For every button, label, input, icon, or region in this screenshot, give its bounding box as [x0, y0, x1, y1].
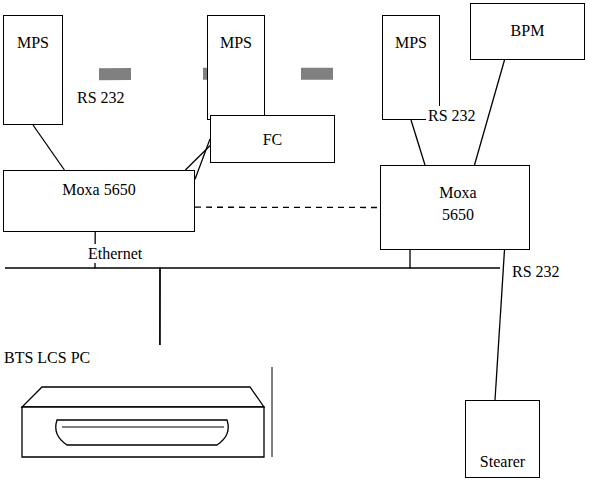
bus-line — [5, 267, 95, 268]
connector-label: RS 232 — [426, 106, 478, 125]
node-label: MPS — [208, 32, 264, 54]
connector — [160, 250, 410, 345]
connector — [475, 60, 505, 165]
device-box: FC — [210, 115, 335, 163]
node-label: Moxa 5650 — [423, 182, 493, 225]
connector — [33, 125, 64, 170]
device-box: Moxa 5650 — [380, 165, 530, 250]
node-label: Stearer — [466, 451, 539, 473]
device-box: Stearer — [465, 400, 540, 478]
connector-label: RS 232 — [510, 262, 562, 281]
device-box: Moxa 5650 — [3, 170, 195, 232]
connector — [411, 120, 425, 165]
connector-label: RS 232 — [75, 88, 127, 107]
bus-line — [410, 267, 500, 268]
node-label: BPM — [471, 20, 584, 42]
connector — [195, 139, 210, 179]
device-box: MPS — [382, 15, 440, 120]
computer-node: BTS LCS PC — [2, 345, 280, 475]
node-label: FC — [211, 129, 334, 151]
node-label: Moxa 5650 — [4, 179, 194, 201]
node-label: MPS — [383, 32, 439, 54]
dashed-connector — [195, 207, 380, 209]
node-label: MPS — [4, 32, 62, 54]
device-box: MPS — [207, 15, 265, 120]
node-label: BTS LCS PC — [2, 347, 280, 369]
bus-label: Ethernet — [86, 244, 144, 263]
connector — [495, 250, 505, 400]
chain-connector — [265, 68, 382, 80]
chain-connector — [63, 68, 207, 81]
device-box: BPM — [470, 3, 585, 60]
device-box: MPS — [3, 15, 63, 125]
